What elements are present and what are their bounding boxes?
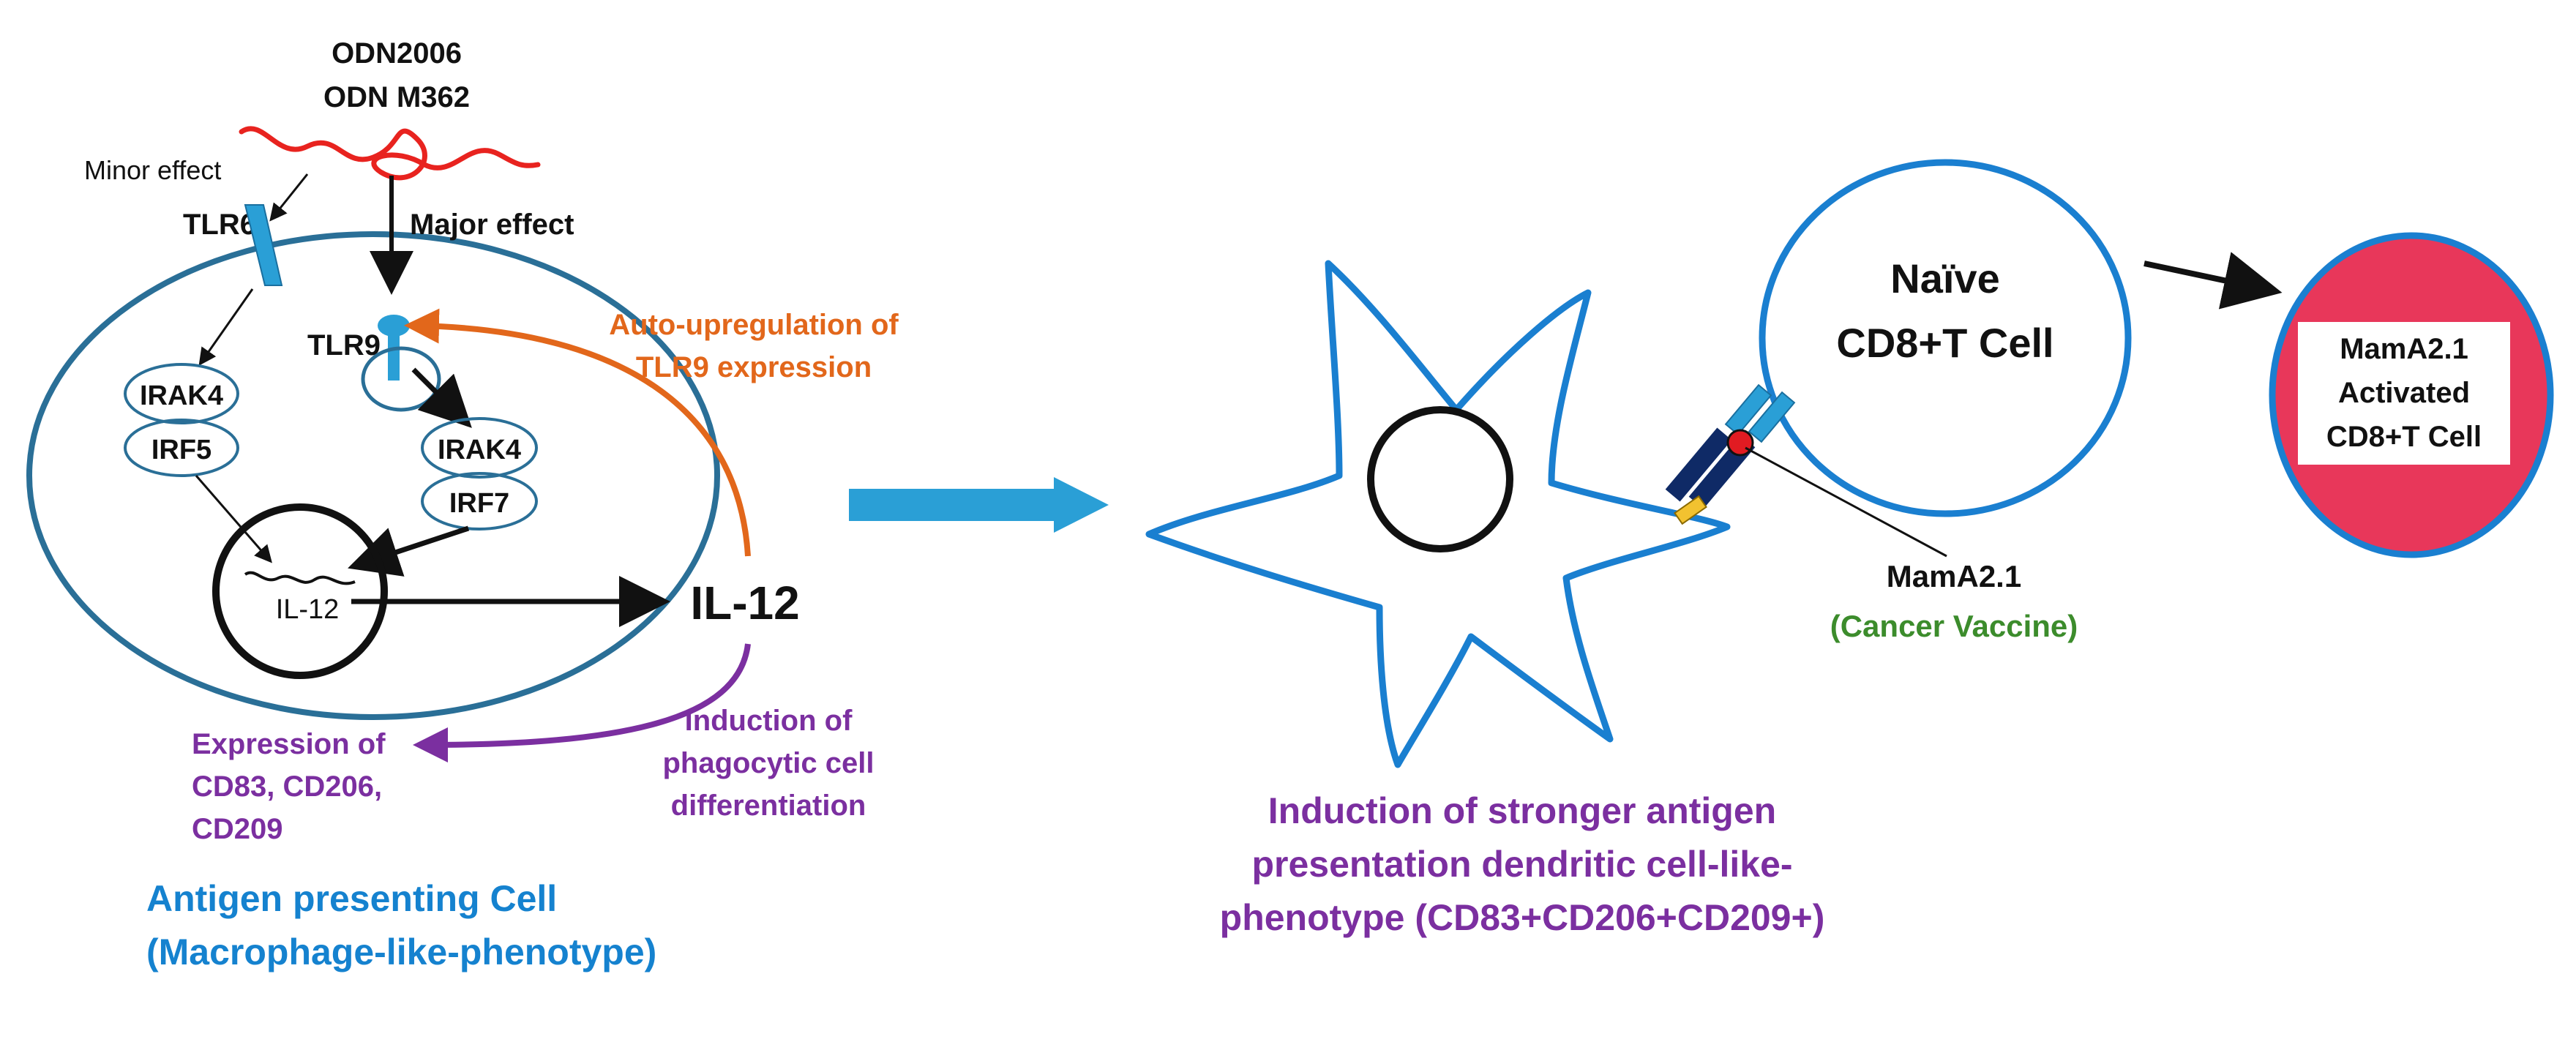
tlr9-to-irak4-arrow bbox=[411, 367, 472, 428]
naive-tcell-label-1: Naïve bbox=[1890, 255, 1999, 301]
activated-tcell-label-2: Activated bbox=[2338, 377, 2470, 409]
minor-effect-arrow bbox=[269, 173, 309, 222]
irf5-to-nucleus-arrow bbox=[195, 475, 272, 563]
tlr9-receptor-head-icon bbox=[378, 315, 410, 337]
ligand-name-1: ODN2006 bbox=[332, 37, 462, 70]
dendritic-cell-membrane bbox=[1145, 260, 1731, 768]
dc-caption-2: presentation dendritic cell-like- bbox=[1251, 844, 1792, 885]
tlr9-endosome bbox=[361, 346, 441, 412]
induction-label-2: phagocytic cell bbox=[663, 747, 875, 779]
induction-label-3: differentiation bbox=[671, 790, 866, 822]
irak4-right-oval bbox=[421, 417, 538, 479]
auto-upregulation-label-1: Auto-upregulation of bbox=[609, 309, 899, 341]
vaccine-type-label: (Cancer Vaccine) bbox=[1830, 609, 2078, 643]
activated-tcell-label-3: CD8+T Cell bbox=[2326, 421, 2482, 453]
induction-label-1: Induction of bbox=[685, 705, 853, 737]
tcr-alpha-chain-icon bbox=[1724, 383, 1772, 436]
major-effect-label: Major effect bbox=[410, 209, 574, 241]
expression-label-3: CD209 bbox=[192, 813, 283, 845]
irf5-label: IRF5 bbox=[151, 435, 211, 465]
irak4-left-oval bbox=[124, 363, 239, 424]
tcr-beta-chain-icon bbox=[1748, 391, 1796, 443]
apc-cell-membrane bbox=[26, 231, 720, 720]
il12-product-label: IL-12 bbox=[690, 577, 799, 629]
dc-caption-3: phenotype (CD83+CD206+CD209+) bbox=[1220, 897, 1825, 938]
tlr6-label: TLR6 bbox=[183, 209, 256, 241]
naive-tcell-label-2: CD8+T Cell bbox=[1836, 320, 2053, 366]
apc-caption-1: Antigen presenting Cell bbox=[146, 878, 557, 919]
dendritic-cell-nucleus bbox=[1367, 406, 1513, 552]
mhc-alpha-icon bbox=[1665, 427, 1732, 502]
transition-arrow-icon bbox=[849, 477, 1109, 533]
il12-gene-label: IL-12 bbox=[276, 594, 340, 625]
apc-caption-2: (Macrophage-like-phenotype) bbox=[146, 932, 656, 972]
peptide-antigen-dot bbox=[1726, 429, 1754, 457]
minor-effect-label: Minor effect bbox=[84, 155, 221, 185]
ligand-name-2: ODN M362 bbox=[323, 81, 470, 113]
activated-tcell-label-box bbox=[2298, 322, 2510, 465]
tlr6-receptor-icon bbox=[244, 204, 283, 286]
naive-tcell-membrane bbox=[1759, 159, 2132, 517]
vaccine-pointer-line bbox=[1745, 446, 1947, 558]
tcr-mhc-complex bbox=[1665, 383, 1796, 525]
activation-arrow bbox=[2143, 252, 2283, 310]
activated-tcell-label-1: MamA2.1 bbox=[2340, 333, 2468, 365]
nucleus bbox=[212, 503, 388, 679]
odn-dna-ligand bbox=[239, 126, 541, 181]
tlr6-to-irak4-arrow bbox=[198, 288, 254, 366]
il12-gene-dna bbox=[244, 571, 356, 585]
irak4-left-label: IRAK4 bbox=[140, 381, 223, 411]
irak4-right-label: IRAK4 bbox=[438, 435, 521, 465]
vaccine-name-label: MamA2.1 bbox=[1887, 559, 2021, 593]
auto-upregulation-arrow bbox=[404, 308, 751, 557]
expression-arrow bbox=[413, 643, 751, 762]
auto-upregulation-label-2: TLR9 expression bbox=[636, 351, 872, 383]
irf5-oval bbox=[124, 419, 239, 477]
irf7-label: IRF7 bbox=[449, 488, 509, 519]
expression-label-1: Expression of bbox=[192, 728, 386, 760]
mhc-anchor-icon bbox=[1674, 495, 1707, 525]
tlr9-label: TLR9 bbox=[307, 329, 381, 361]
dc-caption-1: Induction of stronger antigen bbox=[1268, 790, 1776, 831]
tlr9-receptor-stem-icon bbox=[388, 333, 400, 381]
expression-label-2: CD83, CD206, bbox=[192, 771, 382, 803]
irf7-oval bbox=[421, 472, 538, 531]
